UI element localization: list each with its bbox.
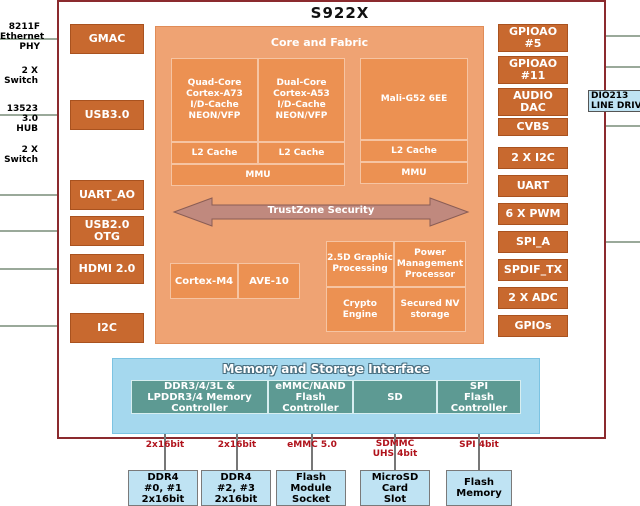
flash-module-socket-box: Flash Module Socket [276, 470, 346, 506]
bus-line [394, 434, 396, 470]
sd-controller: SD [353, 380, 437, 414]
gpioao5-box: GPIOAO #5 [498, 24, 568, 52]
bus-label: SDMMC UHS 4bit [372, 439, 418, 459]
adc-box: 2 X ADC [498, 287, 568, 309]
core-fabric-title: Core and Fabric [270, 36, 369, 49]
usb2-otg-box: USB2.0 OTG [70, 216, 144, 246]
l2-cache-gpu: L2 Cache [360, 140, 468, 162]
l2-cache-a73: L2 Cache [171, 142, 258, 164]
i2c-x2-box: 2 X I2C [498, 147, 568, 169]
pwm-box: 6 X PWM [498, 203, 568, 225]
bus-line [236, 434, 238, 470]
spdif-tx-box: SPDIF_TX [498, 259, 568, 281]
link-line [0, 268, 70, 270]
mmu-cpu: MMU [171, 164, 345, 186]
line-driver-label: DIO213 LINE DRIV [588, 90, 640, 112]
bus-line [164, 434, 166, 470]
bus-label: SPI 4bit [459, 440, 499, 450]
i2c-box: I2C [70, 313, 144, 343]
link-line [586, 241, 640, 243]
mmu-gpu: MMU [360, 162, 468, 184]
cortex-m4-block: Cortex-M4 [170, 263, 238, 299]
cvbs-box: CVBS [498, 118, 568, 136]
uart-box: UART [498, 175, 568, 197]
bus-label: 2x16bit [217, 440, 257, 450]
link-line [0, 325, 70, 327]
secured-nv-block: Secured NV storage [394, 287, 466, 332]
gpios-box: GPIOs [498, 315, 568, 337]
gpioao11-box: GPIOAO #11 [498, 56, 568, 84]
bus-line [311, 434, 313, 470]
link-line [0, 194, 70, 196]
link-line [0, 114, 70, 116]
uart-ao-box: UART_AO [70, 180, 144, 210]
usb-hub-label: 13523 3.0 HUB [6, 104, 38, 134]
l2-cache-a53: L2 Cache [258, 142, 345, 164]
ddr-controller: DDR3/4/3L & LPDDR3/4 Memory Controller [131, 380, 268, 414]
spi-flash-controller: SPI Flash Controller [437, 380, 521, 414]
ave10-block: AVE-10 [238, 263, 300, 299]
trustzone-arrow-icon [172, 197, 470, 227]
switch-label: 2 X Switch [4, 66, 38, 86]
hdmi-box: HDMI 2.0 [70, 254, 144, 284]
emmc-controller: eMMC/NAND Flash Controller [268, 380, 353, 414]
cortex-a73-block: Quad-Core Cortex-A73 I/D-Cache NEON/VFP [171, 58, 258, 142]
trustzone-label: TrustZone Security [267, 205, 375, 216]
ddr4-23-box: DDR4 #2, #3 2x16bit [201, 470, 271, 506]
ethernet-phy-label: 8211F Ethernet PHY [0, 22, 45, 52]
link-line [0, 230, 70, 232]
graphic-processing-block: 2.5D Graphic Processing [326, 241, 394, 287]
crypto-engine-block: Crypto Engine [326, 287, 394, 332]
microsd-slot-box: MicroSD Card Slot [360, 470, 430, 506]
memory-interface-title: Memory and Storage Interface [222, 362, 430, 376]
chip-title: S922X [310, 4, 370, 22]
switch-label: 2 X Switch [4, 145, 38, 165]
link-line [0, 38, 70, 40]
gmac-box: GMAC [70, 24, 144, 54]
bus-label: eMMC 5.0 [287, 440, 337, 450]
usb3-box: USB3.0 [70, 100, 144, 130]
flash-memory-box: Flash Memory [446, 470, 512, 506]
spi-a-box: SPI_A [498, 231, 568, 253]
mali-gpu-block: Mali-G52 6EE [360, 58, 468, 140]
ddr4-01-box: DDR4 #0, #1 2x16bit [128, 470, 198, 506]
bus-label: 2x16bit [145, 440, 185, 450]
cortex-a53-block: Dual-Core Cortex-A53 I/D-Cache NEON/VFP [258, 58, 345, 142]
audio-dac-box: AUDIO DAC [498, 88, 568, 116]
power-management-block: Power Management Processor [394, 241, 466, 287]
bus-line [478, 434, 480, 470]
